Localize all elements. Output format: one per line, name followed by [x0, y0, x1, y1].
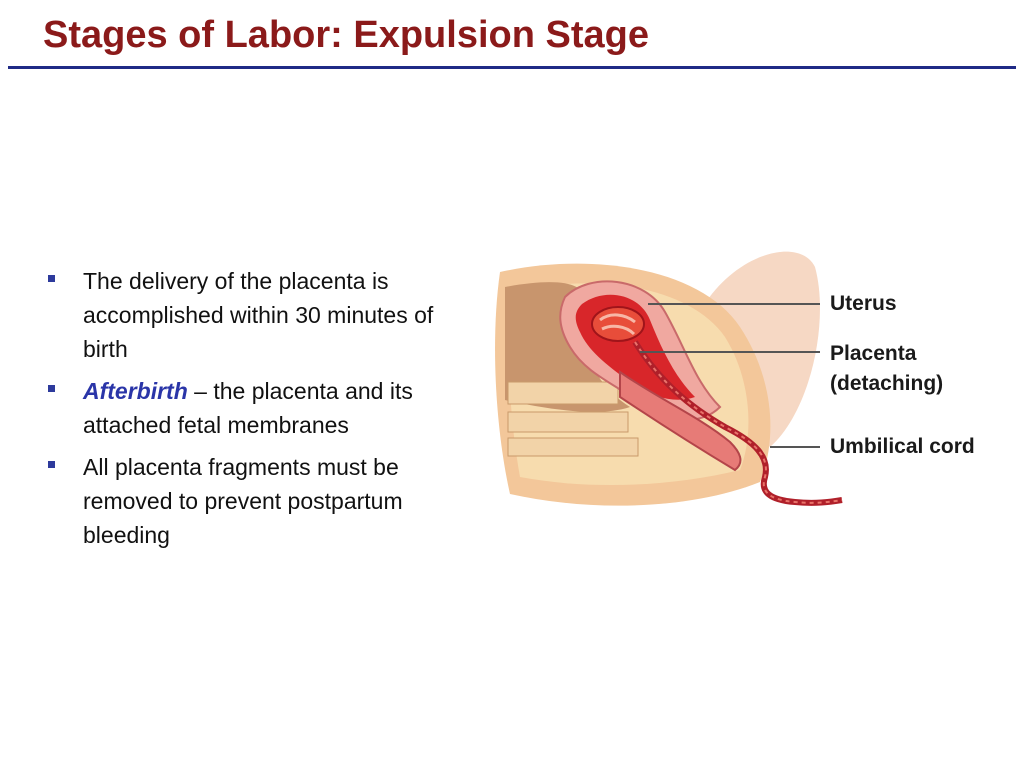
bullet-text: All placenta fragments must be removed t…: [83, 454, 403, 548]
bullet-square-icon: [48, 461, 55, 468]
spine-strip: [507, 437, 639, 457]
placenta-detachment-illustration: [495, 251, 843, 506]
label-umbilical-cord: Umbilical cord: [830, 435, 975, 458]
label-uterus: Uterus: [830, 292, 897, 315]
birth-canal: [619, 370, 742, 472]
spine-strip: [507, 411, 629, 433]
abdominal-cavity: [505, 282, 630, 412]
spine-strip: [507, 381, 619, 405]
label-placenta: Placenta: [830, 342, 917, 365]
placenta: [591, 306, 645, 342]
title-underline: [8, 66, 1016, 69]
bullet-square-icon: [48, 275, 55, 282]
bullet-square-icon: [48, 385, 55, 392]
bullet-text: The delivery of the placenta is accompli…: [83, 268, 434, 362]
slide-title: Stages of Labor: Expulsion Stage: [43, 14, 649, 56]
bullet-list: The delivery of the placenta is accompli…: [46, 264, 466, 560]
umbilical-cord-highlight: [634, 341, 843, 504]
label-placenta-detaching: (detaching): [830, 372, 944, 395]
bullet-item: Afterbirth – the placenta and its attach…: [46, 374, 466, 442]
bullet-item: The delivery of the placenta is accompli…: [46, 264, 466, 366]
bullet-term: Afterbirth: [83, 378, 188, 404]
bullet-text: – the placenta and its attached fetal me…: [83, 378, 413, 438]
placenta-detail: [599, 313, 636, 336]
anatomy-figure: Uterus Placenta (detaching) Umbilical co…: [470, 232, 1015, 522]
bullet-item: All placenta fragments must be removed t…: [46, 450, 466, 552]
thigh-shape: [706, 251, 820, 447]
